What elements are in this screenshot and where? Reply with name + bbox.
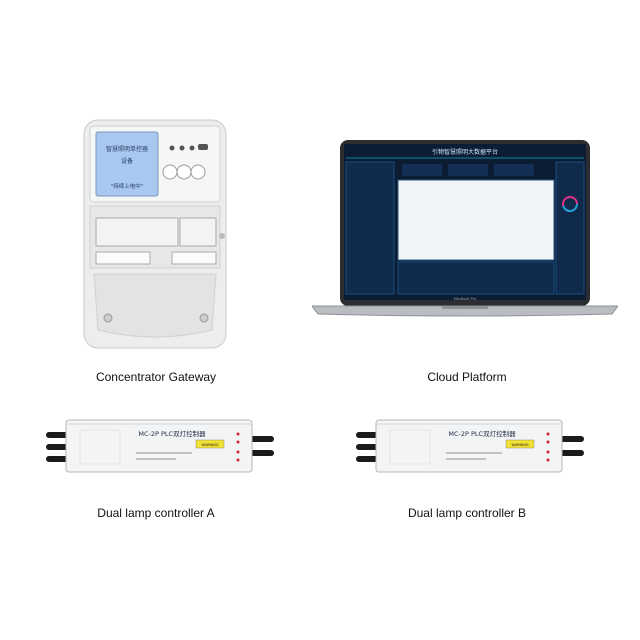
lamp-controller-a-image: MC-2P PLC双灯控制器 WARNING bbox=[46, 418, 274, 474]
lcd-footer: "持续上电中" bbox=[111, 182, 144, 190]
dashboard-title: 引物智慧照明大数据平台 bbox=[432, 148, 498, 156]
caption-cloud-platform: Cloud Platform bbox=[427, 370, 507, 384]
caption-concentrator-gateway: Concentrator Gateway bbox=[95, 370, 217, 384]
cloud-platform-image: 引物智慧照明大数据平台 MacBook Pro bbox=[311, 140, 619, 318]
lamp-controller-icon: MC-2P PLC双灯控制器 WARNING bbox=[356, 419, 584, 473]
laptop-bezel-label: MacBook Pro bbox=[454, 297, 476, 301]
lcd-line1: 智慧照明单控器 bbox=[106, 145, 148, 153]
controller-model-label: MC-2P PLC双灯控制器 bbox=[448, 429, 516, 438]
caption-lamp-controller-a: Dual lamp controller A bbox=[97, 506, 215, 520]
lcd-line2: 设备 bbox=[121, 157, 133, 165]
lamp-controller-b-image: MC-2P PLC双灯控制器 WARNING bbox=[356, 418, 584, 474]
controller-warning: WARNING bbox=[201, 443, 218, 447]
caption-lamp-controller-b: Dual lamp controller B bbox=[407, 506, 527, 520]
controller-model-label: MC-2P PLC双灯控制器 bbox=[138, 429, 206, 438]
meter-device-icon: 智慧照明单控器 设备 "持续上电中" bbox=[83, 119, 227, 349]
concentrator-gateway-image: 智慧照明单控器 设备 "持续上电中" bbox=[80, 118, 230, 350]
controller-warning: WARNING bbox=[511, 443, 528, 447]
laptop-dashboard-icon: 引物智慧照明大数据平台 MacBook Pro bbox=[311, 140, 619, 317]
lamp-controller-icon: MC-2P PLC双灯控制器 WARNING bbox=[46, 419, 274, 473]
